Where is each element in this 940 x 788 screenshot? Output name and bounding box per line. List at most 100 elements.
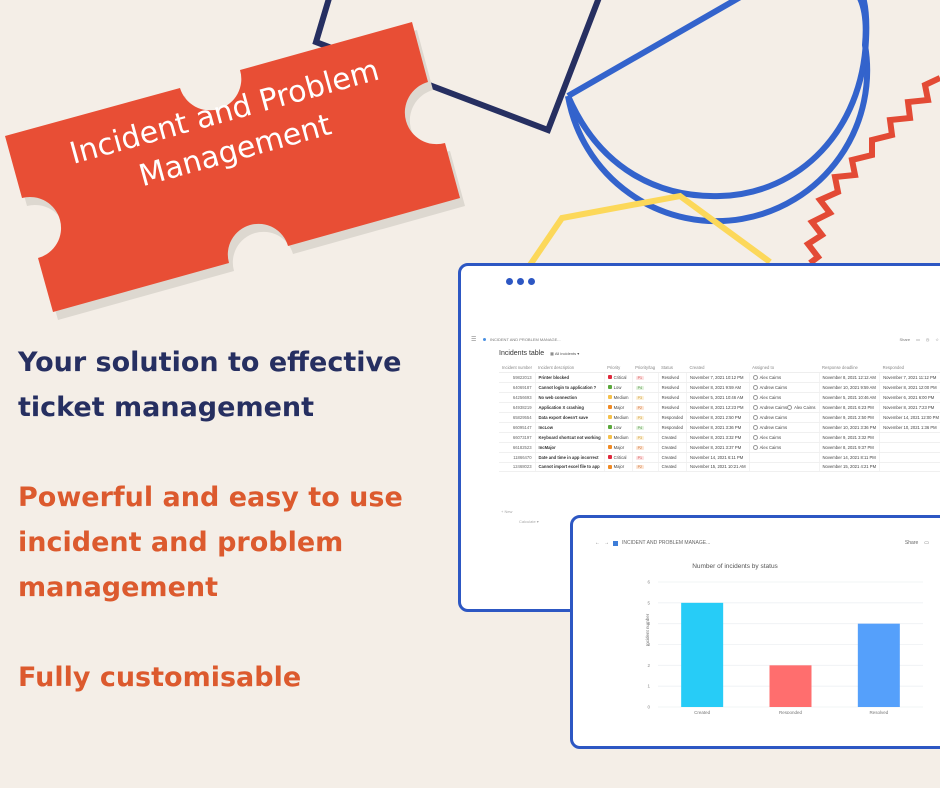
incident-description[interactable]: Printer blocked xyxy=(535,372,605,383)
priority-tag[interactable]: P1 xyxy=(632,452,659,463)
priority-cell[interactable]: Medium xyxy=(604,432,633,443)
assigned-cell[interactable]: Alex Cairns xyxy=(749,432,820,443)
responded-cell[interactable] xyxy=(879,442,940,453)
star-icon[interactable]: ☆ xyxy=(935,336,939,342)
created-cell[interactable]: November 8, 2021 12:23 PM xyxy=(686,402,750,413)
deadline-cell[interactable]: November 8, 2021 12:12 AM xyxy=(819,372,881,383)
assigned-cell[interactable]: Andrew Cairns xyxy=(749,412,820,423)
incident-number[interactable]: 64069187 xyxy=(499,382,536,393)
deadline-cell[interactable]: November 14, 2021 8:11 PM xyxy=(819,452,881,463)
forward-arrow-icon[interactable]: → xyxy=(604,540,609,546)
created-cell[interactable]: November 8, 2021 3:36 PM xyxy=(686,422,750,433)
priority-cell[interactable]: Medium xyxy=(604,412,633,423)
responded-cell[interactable]: November 14, 2021 12:00 PM xyxy=(879,412,940,423)
column-header[interactable]: Incident description xyxy=(535,363,605,373)
menu-icon[interactable]: ☰ xyxy=(471,336,477,343)
bar-created[interactable] xyxy=(681,602,724,707)
deadline-cell[interactable]: November 8, 2021 9:37 PM xyxy=(819,442,881,453)
assigned-cell[interactable]: Andrew Cairns xyxy=(749,382,820,393)
column-header[interactable]: Status xyxy=(658,363,687,373)
column-header[interactable]: Response deadline xyxy=(819,363,880,373)
priority-cell[interactable]: Major xyxy=(604,442,633,453)
priority-tag[interactable]: P4 xyxy=(632,382,659,393)
priority-tag[interactable]: P2 xyxy=(632,442,659,453)
responded-cell[interactable]: November 7, 2021 11:12 PM xyxy=(879,372,940,383)
status-cell[interactable]: Created xyxy=(658,452,688,463)
deadline-cell[interactable]: November 10, 2021 9:59 AM xyxy=(819,382,881,393)
responded-cell[interactable]: November 8, 2021 12:00 PM xyxy=(879,382,940,393)
status-cell[interactable]: Responded xyxy=(658,412,688,423)
status-cell[interactable]: Created xyxy=(658,462,688,472)
priority-cell[interactable]: Major xyxy=(604,402,633,413)
created-cell[interactable]: November 15, 2021 10:21 AM xyxy=(686,462,750,472)
incident-description[interactable]: Keyboard shortcut not working xyxy=(535,432,605,443)
bar-resolved[interactable] xyxy=(857,623,900,707)
priority-tag[interactable]: P4 xyxy=(632,422,659,433)
created-cell[interactable]: November 8, 2021 2:50 PM xyxy=(686,412,750,423)
responded-cell[interactable] xyxy=(879,432,940,443)
breadcrumb[interactable]: INCIDENT AND PROBLEM MANAGE... xyxy=(622,540,711,546)
column-header[interactable]: Priority/tag xyxy=(632,363,659,373)
status-cell[interactable]: Resolved xyxy=(658,392,688,403)
assigned-cell[interactable] xyxy=(749,462,820,472)
calculate-dropdown[interactable]: Calculate ▾ xyxy=(519,519,539,524)
created-cell[interactable]: November 14, 2021 6:11 PM xyxy=(686,452,750,463)
incident-description[interactable]: Date and time in app incorrect xyxy=(535,452,605,463)
priority-tag[interactable]: P3 xyxy=(632,392,659,403)
incident-number[interactable]: 66182523 xyxy=(499,442,536,453)
incident-number[interactable]: 65829554 xyxy=(499,412,536,423)
priority-tag[interactable]: P3 xyxy=(632,412,659,423)
responded-cell[interactable]: November 10, 2021 1:36 PM xyxy=(879,422,940,433)
created-cell[interactable]: November 8, 2021 9:59 AM xyxy=(686,382,750,393)
incident-number[interactable]: 11866470 xyxy=(499,452,536,463)
incident-description[interactable]: IncLow xyxy=(535,422,605,433)
priority-cell[interactable]: Critical xyxy=(604,452,633,463)
new-row-button[interactable]: + New xyxy=(501,509,513,514)
comment-icon[interactable]: ▭ xyxy=(924,540,929,546)
share-button[interactable]: Share xyxy=(904,540,919,546)
incident-description[interactable]: Application X crashing xyxy=(535,402,605,413)
incident-number[interactable]: 64938219 xyxy=(499,402,536,413)
priority-cell[interactable]: Critical xyxy=(604,372,633,383)
back-arrow-icon[interactable]: ← xyxy=(595,540,600,546)
incident-description[interactable]: IncMajor xyxy=(535,442,605,453)
column-header[interactable]: Assigned to xyxy=(749,363,820,373)
incident-number[interactable]: 66095147 xyxy=(499,422,536,433)
priority-tag[interactable]: P2 xyxy=(632,402,659,413)
assigned-cell[interactable]: Alex Cairns xyxy=(749,372,820,383)
incident-number[interactable]: 12468023 xyxy=(499,462,536,472)
column-header[interactable]: Incident number xyxy=(499,363,536,373)
assigned-cell[interactable]: Alex Cairns xyxy=(749,392,820,403)
status-cell[interactable]: Created xyxy=(658,432,688,443)
priority-cell[interactable]: Major xyxy=(604,462,633,472)
incident-number[interactable]: 64256693 xyxy=(499,392,536,403)
incident-description[interactable]: Data export doesn't save xyxy=(535,412,605,423)
bar-responded[interactable] xyxy=(769,665,812,707)
deadline-cell[interactable]: November 15, 2021 4:21 PM xyxy=(819,462,881,472)
deadline-cell[interactable]: November 9, 2021 2:50 PM xyxy=(819,412,881,423)
responded-cell[interactable] xyxy=(879,462,940,472)
priority-tag[interactable]: P2 xyxy=(632,462,659,472)
created-cell[interactable]: November 8, 2021 3:37 PM xyxy=(686,442,750,453)
deadline-cell[interactable]: November 10, 2021 3:36 PM xyxy=(819,422,881,433)
status-cell[interactable]: Resolved xyxy=(658,402,688,413)
priority-tag[interactable]: P3 xyxy=(632,432,659,443)
responded-cell[interactable]: November 8, 2021 7:23 PM xyxy=(879,402,940,413)
breadcrumb[interactable]: INCIDENT AND PROBLEM MANAGE... xyxy=(490,336,561,342)
column-header[interactable]: Responded xyxy=(879,363,940,373)
responded-cell[interactable]: November 6, 2021 6:00 PM xyxy=(879,392,940,403)
incident-description[interactable]: No web connection xyxy=(535,392,605,403)
incident-number[interactable]: 59822013 xyxy=(499,372,536,383)
assigned-cell[interactable] xyxy=(749,452,820,463)
incident-number[interactable]: 66073197 xyxy=(499,432,536,443)
assigned-cell[interactable]: Alex Cairns xyxy=(749,442,820,453)
created-cell[interactable]: November 8, 2021 3:32 PM xyxy=(686,432,750,443)
